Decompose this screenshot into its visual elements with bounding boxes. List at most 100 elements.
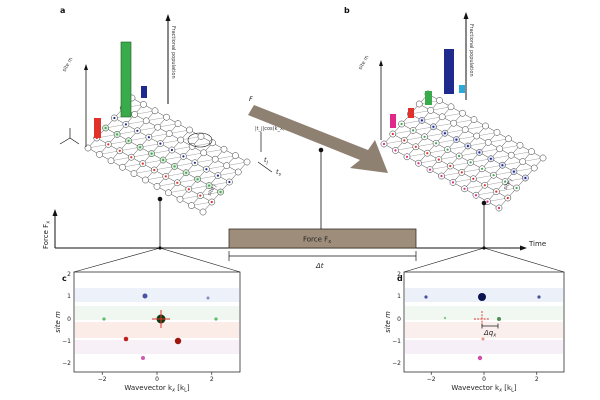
lattice-site (96, 151, 103, 158)
lattice-site (482, 122, 489, 130)
lattice-diag (442, 113, 463, 117)
pop-axis-b-label: Fractional population (468, 24, 474, 77)
lattice-site-core (451, 181, 455, 184)
lattice-diag (165, 172, 187, 177)
lattice-site (496, 145, 504, 153)
time-axis-arrow (520, 245, 527, 251)
force-axis-label: Force Fx (42, 221, 52, 249)
ytick-label: −2 (62, 360, 71, 367)
lattice-site-core (147, 136, 150, 139)
zoom-c-right (159, 247, 241, 273)
ytick-label: 2 (397, 271, 401, 278)
lattice-diag (134, 110, 156, 115)
lattice-site-core (182, 155, 185, 158)
ytick-label: 1 (397, 293, 401, 300)
lattice-site-core (515, 186, 518, 190)
bar-a-green (120, 41, 132, 118)
lattice-diag (464, 185, 485, 189)
lattice-diag (429, 165, 451, 170)
ytick-label: 0 (397, 316, 401, 323)
tj-label: tj (264, 156, 269, 166)
lattice-diag (404, 136, 425, 141)
ytick-label: −1 (392, 338, 401, 345)
lattice-site-core (164, 175, 167, 178)
lattice-diag (157, 123, 179, 128)
lattice-diag (427, 149, 448, 154)
lattice-site (142, 176, 149, 184)
lattice-site-core (196, 178, 199, 181)
lattice-site (153, 183, 161, 190)
lattice-site (142, 117, 150, 125)
lattice-site (223, 162, 231, 169)
lattice-diag (180, 136, 202, 141)
lattice-diag (459, 152, 480, 157)
delta-q-label: Δqx (483, 329, 496, 339)
lattice-site-core (423, 135, 426, 138)
bar-b-green (425, 91, 432, 105)
unit-cell-highlight (187, 132, 213, 148)
lattice-diag (125, 120, 147, 125)
lattice-site-core (469, 161, 472, 164)
lattice-site-core (159, 142, 162, 145)
lattice-site (131, 111, 139, 118)
xtick-label: 2 (535, 376, 539, 383)
lattice-site-core (205, 168, 208, 171)
force-arrow (248, 105, 388, 173)
lattice-site (165, 189, 172, 197)
image-c (73, 271, 241, 373)
lattice-site (209, 139, 216, 147)
lattice-diag (433, 123, 454, 127)
lattice-site-core (130, 156, 133, 159)
lattice-site-core (435, 142, 438, 145)
lattice-site (151, 107, 159, 115)
lattice-site-core (185, 171, 188, 174)
lattice-diag (441, 172, 462, 177)
lattice-diag (122, 163, 143, 168)
lattice-site-core (474, 194, 478, 197)
lattice-diag (487, 197, 508, 202)
lattice-diag (192, 142, 213, 147)
lattice-site (507, 151, 515, 159)
lattice-site-core (113, 116, 116, 120)
lattice-diag (133, 169, 155, 174)
lattice-site (234, 168, 242, 176)
lattice-diag (148, 133, 170, 138)
lattice-diag (163, 156, 184, 161)
lattice-site-core (193, 161, 196, 164)
lattice-site (154, 123, 162, 131)
lattice-diag (209, 181, 230, 186)
lattice-diag (522, 157, 544, 162)
lattice-site (200, 149, 208, 157)
lattice-diag (438, 155, 460, 160)
ytick-label: 2 (67, 271, 71, 278)
lattice-site-core (162, 158, 165, 162)
lattice-site-core (446, 148, 449, 151)
xtick-label: −2 (98, 376, 107, 383)
lattice-diag (151, 149, 172, 154)
lattice-site-core (458, 154, 461, 158)
lattice-site-core (512, 170, 516, 173)
lattice-diag (493, 171, 514, 176)
lattice-site-core (426, 152, 429, 155)
lattice-site (107, 157, 115, 165)
lattice-site-core (506, 196, 509, 200)
site-m-axis-a-arrow (84, 64, 88, 70)
lattice-site-core (455, 138, 458, 141)
bar-a-blue (141, 86, 147, 98)
ts-marker (257, 161, 273, 173)
lattice-diag (502, 161, 523, 166)
bar-b-red (408, 108, 414, 118)
image-c-xlabel: Wavevector kx [kL] (124, 384, 190, 394)
lattice-site-core (170, 148, 173, 152)
lattice-site (232, 152, 239, 159)
lattice-site (530, 164, 538, 172)
ytick-label: 1 (67, 293, 71, 300)
lattice-site-core (489, 157, 492, 160)
lattice-diag (183, 152, 204, 157)
lattice-diag (169, 129, 190, 134)
lattice-site-core (432, 125, 435, 128)
lattice-diag (188, 185, 210, 190)
lattice-diag (160, 139, 181, 144)
